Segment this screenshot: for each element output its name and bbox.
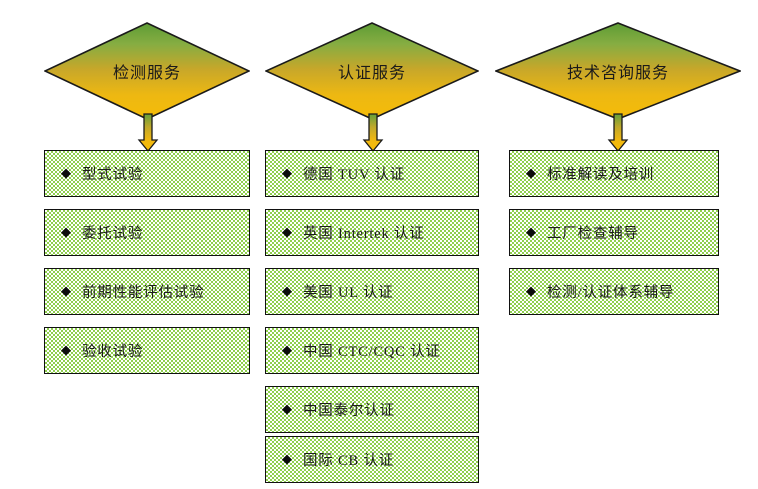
bullet-icon: ◆ bbox=[282, 224, 292, 239]
diamond-shape-certification bbox=[265, 22, 479, 120]
item-label: 英国 Intertek 认证 bbox=[303, 226, 425, 242]
bullet-icon: ◆ bbox=[61, 224, 71, 239]
item-box[interactable]: ◆ 中国泰尔认证 bbox=[265, 386, 479, 433]
item-label: 前期性能评估试验 bbox=[82, 285, 205, 301]
bullet-icon: ◆ bbox=[526, 224, 536, 239]
diamond-shape-consulting bbox=[495, 22, 741, 120]
bullet-icon: ◆ bbox=[61, 165, 71, 180]
item-label: 验收试验 bbox=[82, 344, 144, 360]
down-arrow-testing bbox=[137, 113, 159, 153]
item-label: 型式试验 bbox=[82, 167, 144, 183]
down-arrow-consulting bbox=[607, 113, 629, 153]
diamond-certification-services[interactable]: 认证服务 bbox=[265, 22, 479, 120]
item-label: 国际 CB 认证 bbox=[303, 453, 394, 469]
item-label: 检测/认证体系辅导 bbox=[547, 285, 675, 301]
diamond-shape-testing bbox=[44, 22, 250, 120]
item-label: 委托试验 bbox=[82, 226, 144, 242]
item-box[interactable]: ◆ 中国 CTC/CQC 认证 bbox=[265, 327, 479, 374]
item-box[interactable]: ◆ 工厂检查辅导 bbox=[509, 209, 719, 256]
item-box[interactable]: ◆ 检测/认证体系辅导 bbox=[509, 268, 719, 315]
bullet-icon: ◆ bbox=[61, 342, 71, 357]
item-box[interactable]: ◆ 标准解读及培训 bbox=[509, 150, 719, 197]
item-box[interactable]: ◆ 美国 UL 认证 bbox=[265, 268, 479, 315]
bullet-icon: ◆ bbox=[282, 283, 292, 298]
bullet-icon: ◆ bbox=[282, 451, 292, 466]
arrow-shape-testing bbox=[137, 113, 159, 153]
diamond-testing-services[interactable]: 检测服务 bbox=[44, 22, 250, 120]
bullet-icon: ◆ bbox=[526, 165, 536, 180]
item-label: 中国 CTC/CQC 认证 bbox=[303, 344, 441, 360]
item-box[interactable]: ◆ 英国 Intertek 认证 bbox=[265, 209, 479, 256]
item-label: 中国泰尔认证 bbox=[303, 403, 395, 419]
bullet-icon: ◆ bbox=[61, 283, 71, 298]
bullet-icon: ◆ bbox=[282, 342, 292, 357]
diamond-technical-consulting-services[interactable]: 技术咨询服务 bbox=[495, 22, 741, 120]
item-label: 美国 UL 认证 bbox=[303, 285, 394, 301]
item-box[interactable]: ◆ 委托试验 bbox=[44, 209, 250, 256]
bullet-icon: ◆ bbox=[526, 283, 536, 298]
item-box[interactable]: ◆ 前期性能评估试验 bbox=[44, 268, 250, 315]
item-box[interactable]: ◆ 德国 TUV 认证 bbox=[265, 150, 479, 197]
item-label: 工厂检查辅导 bbox=[547, 226, 639, 242]
arrow-shape-certification bbox=[362, 113, 384, 153]
item-label: 德国 TUV 认证 bbox=[303, 167, 405, 183]
item-label: 标准解读及培训 bbox=[547, 167, 655, 183]
bullet-icon: ◆ bbox=[282, 401, 292, 416]
item-box[interactable]: ◆ 国际 CB 认证 bbox=[265, 436, 479, 483]
arrow-shape-consulting bbox=[607, 113, 629, 153]
bullet-icon: ◆ bbox=[282, 165, 292, 180]
item-box[interactable]: ◆ 型式试验 bbox=[44, 150, 250, 197]
down-arrow-certification bbox=[362, 113, 384, 153]
item-box[interactable]: ◆ 验收试验 bbox=[44, 327, 250, 374]
